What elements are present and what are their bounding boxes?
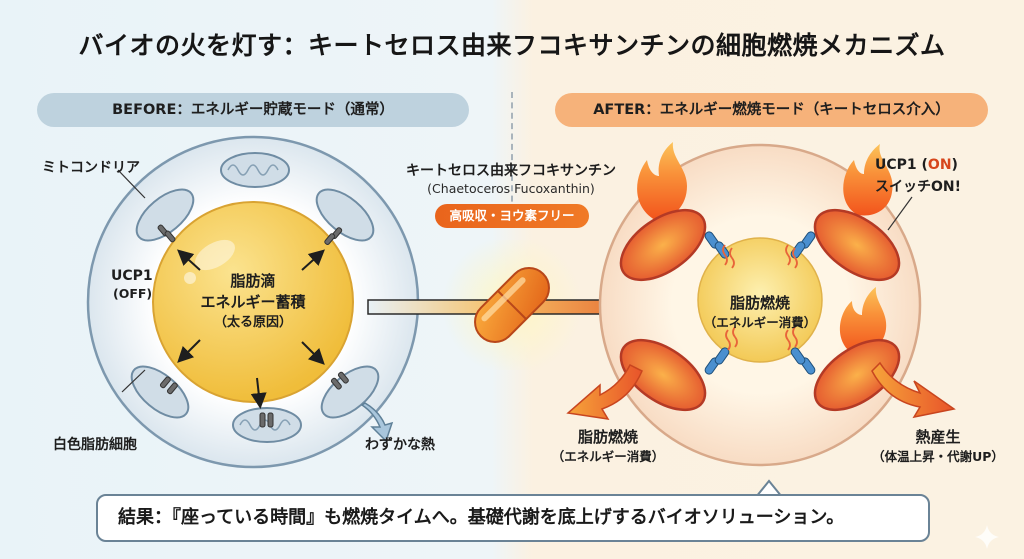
slight-heat-arrow [360,402,394,443]
mitochondrion [130,365,190,419]
burning-fat-droplet [697,237,823,363]
active-mitochondrion [619,208,707,282]
product-name: キートセロス由来フコキサンチン [406,163,616,179]
flame-icon [637,142,687,220]
callout-pointer [755,479,783,498]
section-divider [511,92,513,212]
slight-heat-label: わずかな熱 [365,437,435,453]
ucp1-on-channels [704,231,816,375]
white-fat-cell-label: 白色脂肪細胞 [53,437,137,453]
energy-arrows-before [177,249,325,409]
thermogenesis-subtitle: （体温上昇・代謝UP） [872,449,1004,464]
before-header: BEFORE：エネルギー貯蔵モード（通常） [37,93,469,127]
flame-icon [839,287,887,354]
energy-consumption-center-label: （エネルギー消費） [703,315,817,330]
fat-burning-output-arrow [566,363,643,420]
active-mitochondrion [813,208,901,282]
result-summary: 結果：『座っている時間』も燃焼タイムへ。基礎代謝を底上げするバイオソリューション… [96,494,930,542]
ucp1-label-before: UCP1 [111,268,153,284]
fat-burning-output-subtitle: （エネルギー消費） [551,449,665,464]
mitochondrion [135,188,195,242]
energy-storage-label: エネルギー蓄積 [200,293,306,311]
capsule-icon [474,267,550,343]
ucp1-off-channels [157,224,349,428]
thermogenesis-output-arrow [871,361,956,419]
fat-burning-center-title: 脂肪燃焼 [729,294,790,312]
ucp1-on-label: UCP1 (ON) [875,157,958,173]
after-cell-diagram [566,142,956,467]
product-latin-name: (Chaetoceros Fucoxanthin) [427,181,595,196]
ucp1-state-off: (OFF) [113,286,153,301]
page-title: バイオの火を灯す：キートセロス由来フコキサンチンの細胞燃焼メカニズム [78,31,946,60]
ucp1-label-after: UCP1 ( [875,157,928,173]
flames [637,142,893,354]
fat-burning-output-title: 脂肪燃焼 [577,428,638,446]
cause-of-weight-gain-label: （太る原因） [213,315,292,330]
after-header: AFTER：エネルギー燃焼モード（キートセロス介入） [555,93,988,127]
mitochondria-group-before [130,152,380,443]
mitochondrion [220,152,290,188]
sparkle-icon [975,525,999,549]
mitochondrion [232,407,302,443]
mitochondria-group-after [619,208,901,412]
active-mitochondrion [813,338,901,412]
fat-droplet-title: 脂肪滴 [230,272,276,290]
mitochondrion [315,188,375,242]
thermogenesis-title: 熱産生 [915,428,961,446]
before-cell-diagram [86,135,420,469]
ucp1-close-paren: ) [951,157,958,173]
flame-icon [843,144,893,216]
active-mitochondrion [619,338,707,412]
mitochondria-label: ミトコンドリア [42,160,140,176]
heat-waves [722,244,798,351]
switch-on-label: スイッチON! [875,179,962,195]
ucp1-state-on: ON [927,157,952,173]
product-badge: 高吸収・ヨウ素フリー [435,204,589,228]
